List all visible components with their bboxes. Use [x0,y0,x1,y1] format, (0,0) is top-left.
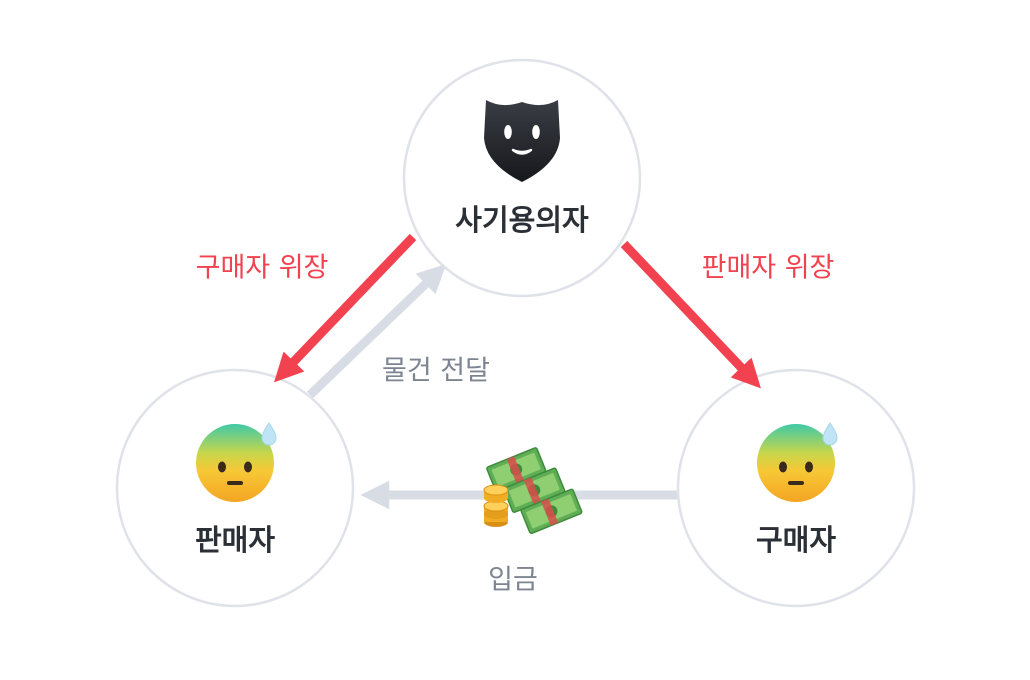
anxious-sweat-face-icon [757,422,838,502]
seller-label: 판매자 [194,523,276,557]
deliver-goods-label: 물건 전달 [382,355,490,387]
money-stack-icon [483,447,583,535]
deposit-label: 입금 [488,564,538,596]
deliver-goods-arrow [306,264,447,399]
anxious-sweat-face-icon [196,422,277,502]
impersonate-buyer-label: 구매자 위장 [195,252,329,284]
impersonate-buyer-arrow [274,233,417,383]
impersonate-seller-label: 판매자 위장 [701,252,835,284]
buyer-label: 구매자 [755,523,837,557]
black-mask-icon [484,100,560,182]
scammer-label: 사기용의자 [455,203,589,237]
impersonate-seller-arrow [620,240,761,389]
